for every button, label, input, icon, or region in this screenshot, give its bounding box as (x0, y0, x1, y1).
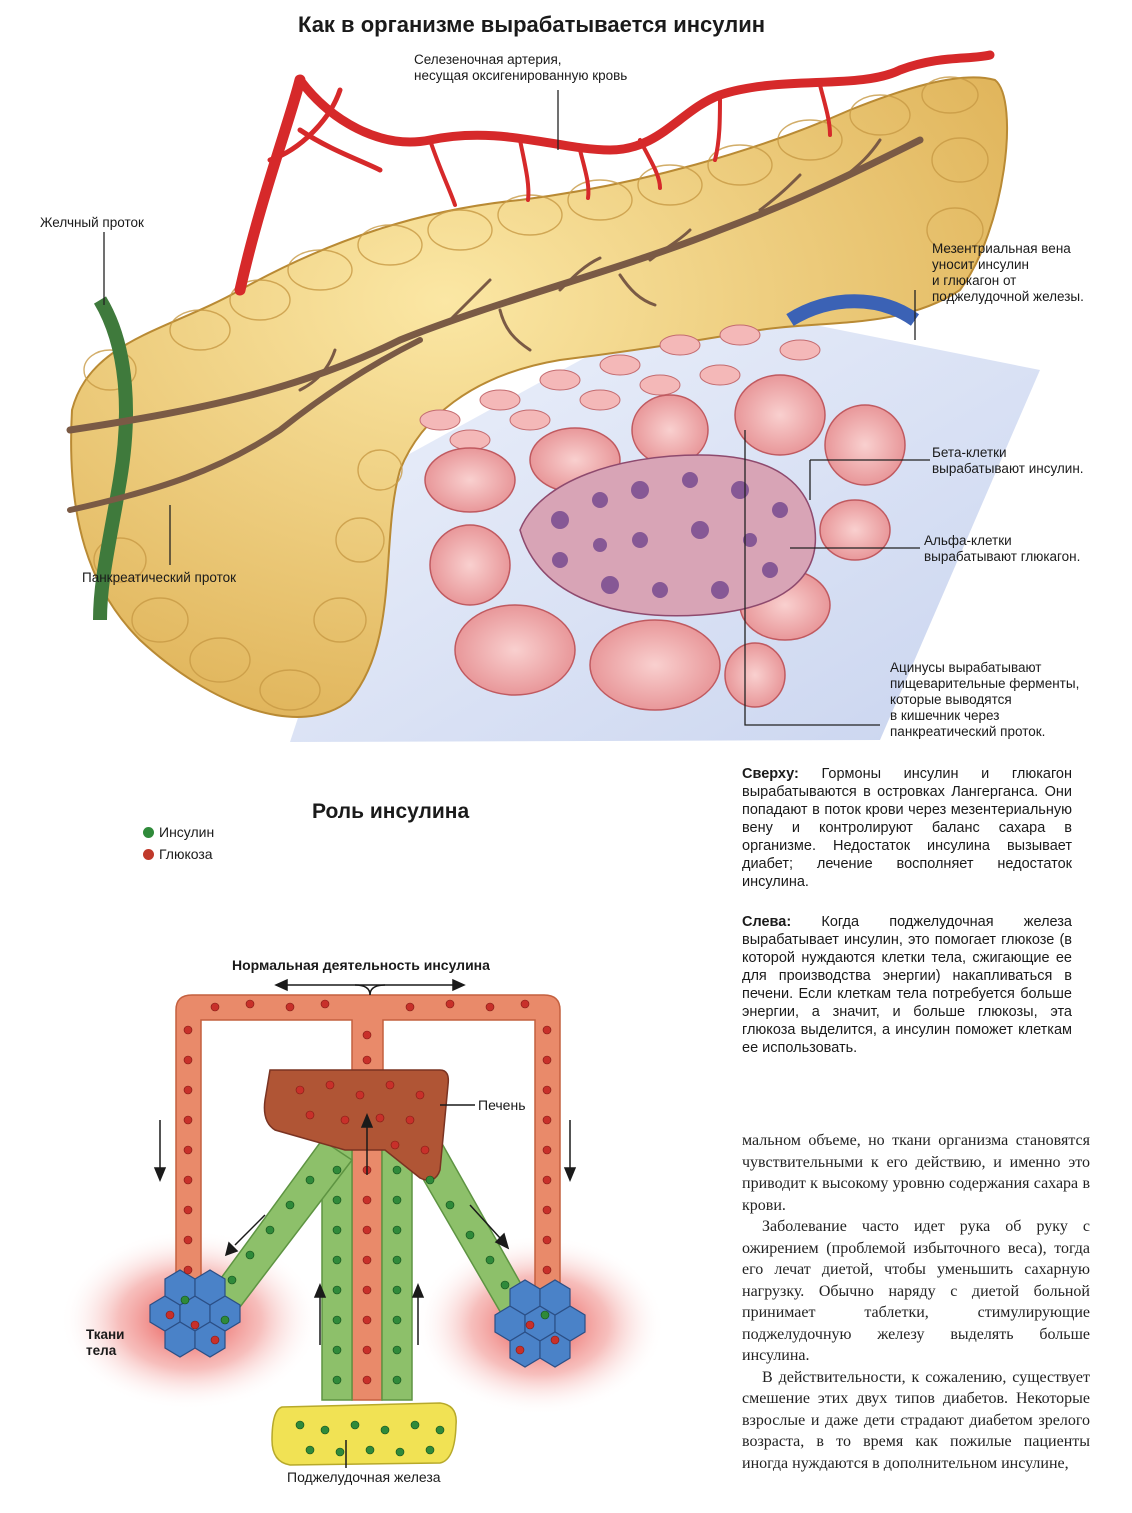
legend-item-insulin: Инсулин (143, 821, 214, 843)
body-paragraph-3: В действительности, к сожалению, существ… (742, 1368, 1090, 1472)
insulin-dot-icon (143, 827, 154, 838)
bile-duct (93, 296, 133, 621)
pancreas-shape (271, 1402, 457, 1466)
mesenteric-vein (786, 294, 920, 327)
label-alpha-cells: Альфа-клетки вырабатывают глюкагон. (924, 533, 1081, 564)
insulin-dots (180, 1165, 550, 1457)
leader-lines (103, 90, 930, 726)
caption-left: Слева: Когда поджелудочная железа выраба… (742, 913, 1072, 1057)
pancreatic-duct (66, 136, 924, 513)
label-acini: Ацинусы вырабатывают пищеварительные фер… (890, 660, 1080, 739)
label-body-tissues: Ткани тела (86, 1327, 125, 1358)
body-paragraph-1: мальном объеме, но ткани организма стано… (742, 1132, 1090, 1214)
label-bile-duct: Желчный проток (40, 215, 144, 230)
small-acini (419, 324, 821, 451)
label-pancreas: Поджелудочная железа (287, 1469, 441, 1485)
glucose-dot-icon (143, 849, 154, 860)
label-beta-cells: Бета-клетки вырабатывают инсулин. (932, 445, 1084, 476)
label-splenic-artery: Селезеночная артерия, несущая оксигениро… (414, 52, 628, 83)
body-paragraph-2: Заболевание часто идет рука об руку с ож… (742, 1218, 1090, 1364)
section-title-insulin-role: Роль инсулина (312, 800, 470, 823)
islet-cells (551, 472, 788, 599)
caption-left-head: Слева: (742, 914, 792, 930)
insulin-vessels (203, 1138, 531, 1401)
tissue-cells-left (149, 1269, 241, 1358)
flow-arrows (153, 978, 577, 1468)
lobules (83, 76, 989, 711)
caption-top-text: Гормоны инсулин и глюкагон вырабатываютс… (742, 766, 1072, 890)
label-pancreatic-duct: Панкреатический проток (82, 570, 237, 585)
label-liver: Печень (478, 1097, 526, 1113)
legend-item-glucose: Глюкоза (143, 843, 214, 865)
body-text: мальном объеме, но ткани организма стано… (742, 1130, 1090, 1474)
glucose-dots (165, 999, 560, 1385)
tissue-glow-right (415, 1235, 665, 1415)
main-title: Как в организме вырабатывается инсулин (298, 12, 766, 37)
tissue-cells-right (494, 1279, 586, 1368)
pancreas-illustration (66, 50, 1040, 742)
splenic-artery (234, 50, 995, 296)
caption-top: Сверху: Гормоны инсулин и глюкагон выраб… (742, 765, 1072, 891)
large-acini (424, 374, 906, 711)
legend: Инсулин Глюкоза (143, 821, 214, 865)
tissue-glow-left (60, 1230, 320, 1410)
caption-top-head: Сверху: (742, 766, 799, 782)
diagram-title: Нормальная деятельность инсулина (232, 957, 490, 973)
label-mesenteric-vein: Мезентриальная вена уносит инсулин и глю… (932, 241, 1084, 304)
glucose-vessels (175, 994, 561, 1401)
caption-left-text: Когда поджелудочная железа вырабатывает … (742, 914, 1072, 1056)
liver-shape (263, 1069, 450, 1181)
